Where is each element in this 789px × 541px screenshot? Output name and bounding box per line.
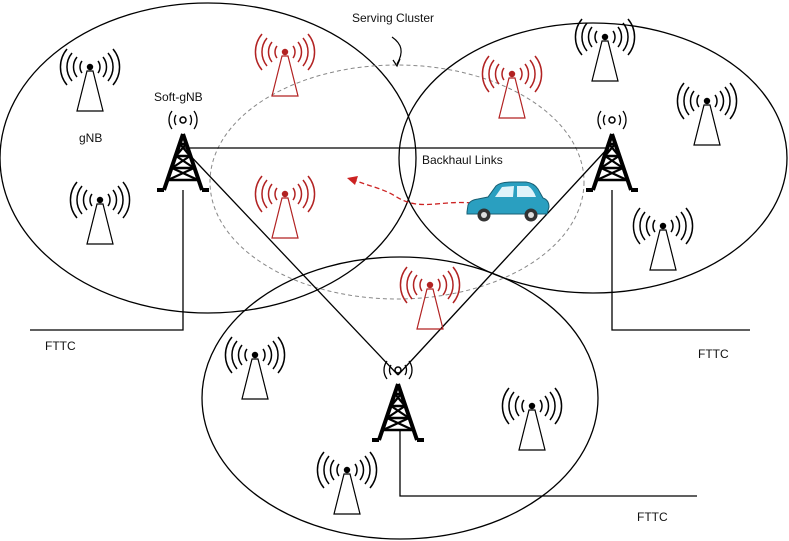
fttc-label-bottom: FTTC — [637, 510, 668, 524]
serving-gnb-antenna-icon — [399, 266, 461, 330]
car-icon — [466, 181, 550, 222]
gnb-antenna-icon — [69, 181, 131, 245]
gnb-label: gNB — [79, 131, 102, 145]
cell-left-boundary — [0, 2, 417, 314]
backhaul-links-label: Backhaul Links — [422, 153, 503, 167]
gnb-antenna-icon — [316, 451, 378, 515]
fttc-line-right — [611, 190, 750, 331]
gnb-antenna-icon — [676, 82, 738, 146]
fttc-line-bottom — [399, 430, 697, 497]
serving-gnb-antenna-icon — [254, 33, 316, 97]
fttc-label-right: FTTC — [698, 347, 729, 361]
serving-gnb-antenna-icon — [254, 175, 316, 239]
gnb-antenna-icon — [59, 48, 121, 112]
serving-cluster-label: Serving Cluster — [352, 11, 434, 25]
backhaul-links — [182, 147, 609, 376]
fttc-label-left: FTTC — [45, 339, 76, 353]
gnb-antenna-icon — [574, 18, 636, 82]
gnb-antenna-icon — [224, 336, 286, 400]
cell-right-boundary — [398, 22, 788, 294]
mobility-arrow — [353, 179, 473, 206]
lattice-tower-icon — [584, 109, 640, 192]
lattice-tower-icon — [155, 109, 211, 192]
soft-gnb-label: Soft-gNB — [154, 90, 203, 104]
gnb-antenna-icon — [501, 387, 563, 451]
serving-gnb-antenna-icon — [481, 55, 543, 119]
lattice-tower-icon — [370, 359, 426, 442]
cell-bottom-boundary — [201, 256, 599, 540]
serving-cluster-boundary — [209, 64, 585, 300]
gnb-antenna-icon — [632, 207, 694, 271]
fttc-line-left — [30, 190, 184, 331]
